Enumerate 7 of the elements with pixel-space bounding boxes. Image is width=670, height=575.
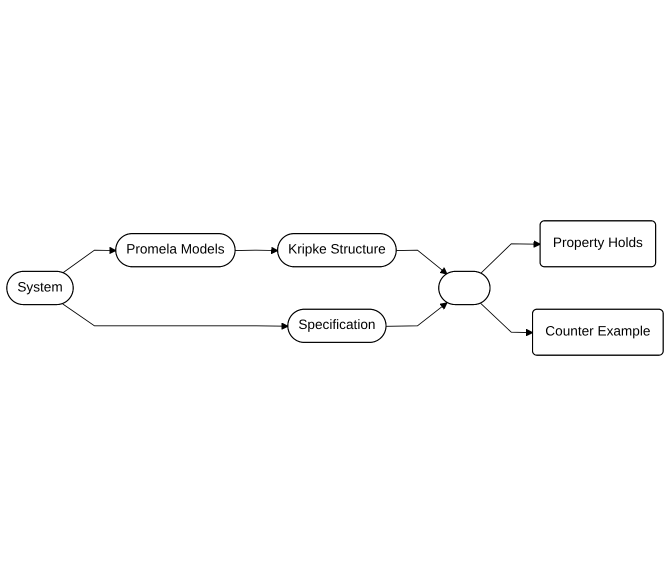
arrow <box>386 302 448 326</box>
arrow <box>235 246 278 254</box>
arrow <box>396 249 448 274</box>
arrow <box>62 246 116 273</box>
arrow <box>480 240 541 274</box>
arrow <box>480 302 534 336</box>
arrow <box>62 303 289 330</box>
